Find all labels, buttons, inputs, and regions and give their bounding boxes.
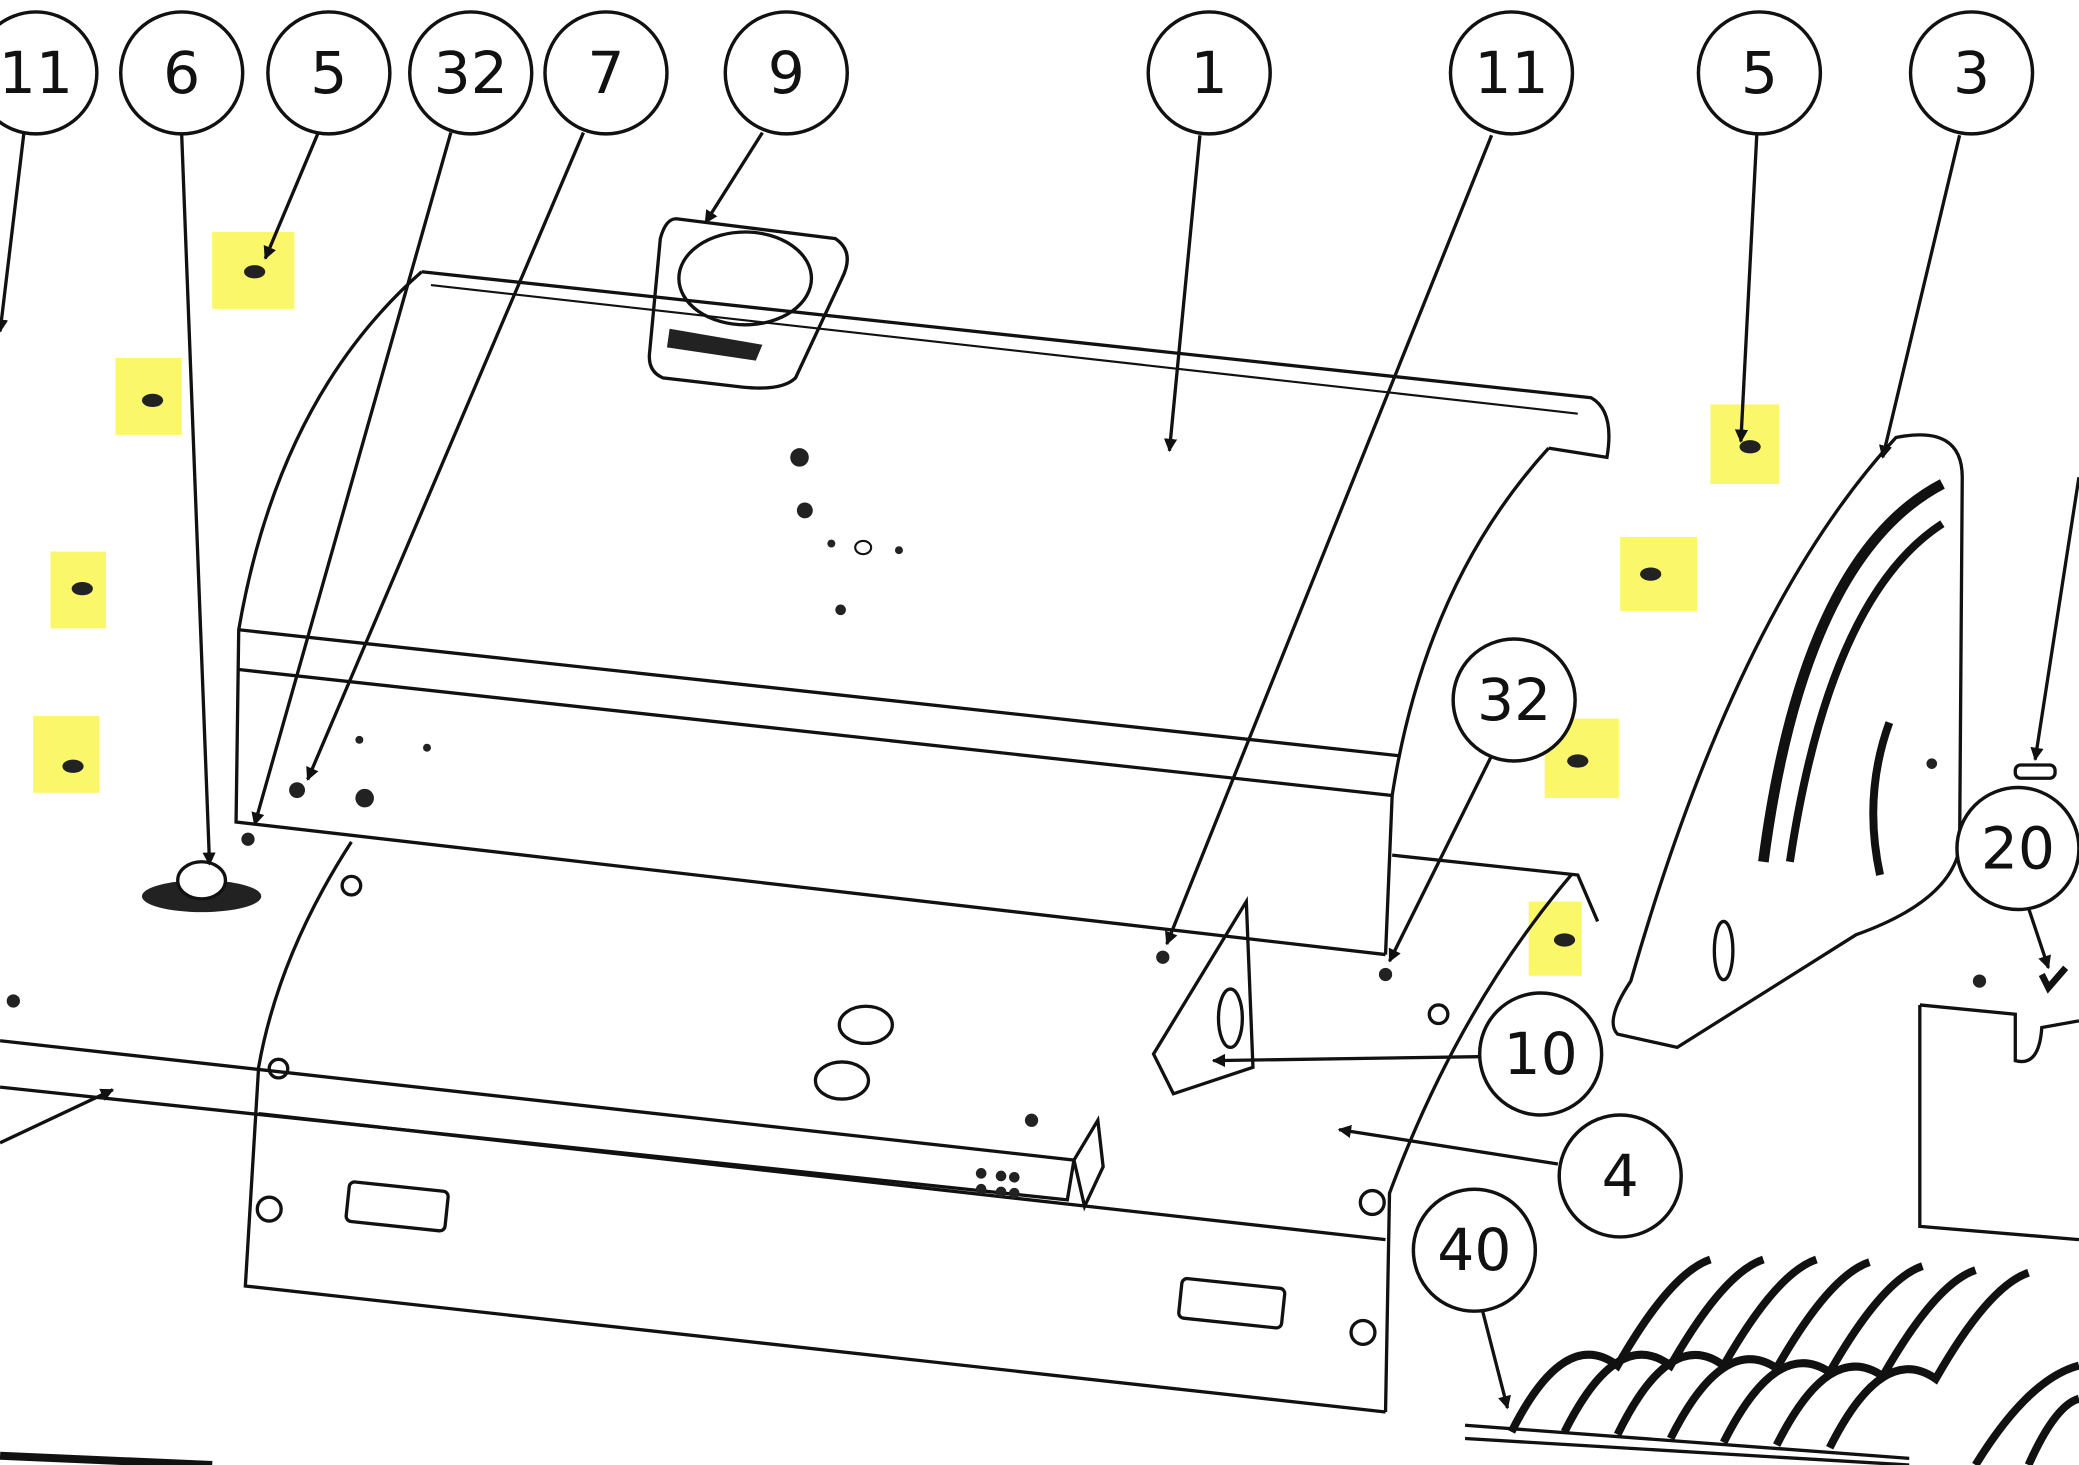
svg-text:4: 4: [1602, 1142, 1639, 1210]
callout-10: 10: [1477, 991, 1604, 1117]
base-line: [0, 1451, 213, 1465]
svg-text:1: 1: [1191, 39, 1228, 107]
firebox-body: [241, 832, 1600, 1414]
callout-32: 32: [1451, 637, 1577, 763]
svg-text:9: 9: [768, 39, 805, 107]
callout-4: 4: [1557, 1113, 1683, 1239]
callout-32: 32: [408, 10, 534, 136]
screw-highlight: [115, 357, 182, 435]
svg-text:7: 7: [587, 39, 624, 107]
callout-7: 7: [543, 10, 669, 136]
end-cap: [1611, 433, 1964, 1050]
clip-and-plate: [1918, 763, 2079, 1242]
side-bracket: [1151, 895, 1255, 1096]
screw-highlight: [33, 715, 100, 793]
svg-text:40: 40: [1437, 1216, 1511, 1284]
screw-highlight: [50, 551, 107, 629]
callout-9: 9: [723, 10, 849, 136]
svg-text:32: 32: [434, 39, 508, 107]
highlighted-screws: [33, 232, 1780, 976]
screw-highlight: [1528, 901, 1582, 976]
svg-text:3: 3: [1953, 39, 1990, 107]
callout-5: 5: [266, 10, 392, 136]
screw-highlight: [212, 232, 295, 309]
callout-1: 1: [1146, 10, 1272, 136]
callout-5: 5: [1696, 10, 1823, 136]
front-rail: [0, 994, 1105, 1212]
callout-11: 11: [0, 10, 99, 136]
callout-40: 40: [1411, 1187, 1538, 1313]
svg-text:11: 11: [0, 39, 73, 107]
svg-text:11: 11: [1474, 39, 1548, 107]
svg-text:5: 5: [1741, 39, 1778, 107]
svg-text:5: 5: [310, 39, 347, 107]
cooking-grate: [1464, 1255, 2079, 1465]
callout-11: 11: [1448, 10, 1575, 136]
logo-badge: [647, 217, 849, 390]
callout-20: 20: [1955, 785, 2079, 912]
handle-bracket: [141, 860, 262, 913]
svg-text:20: 20: [1981, 815, 2055, 883]
screw-highlight: [1710, 404, 1780, 484]
hood-lid: [234, 270, 1611, 957]
callout-6: 6: [119, 10, 245, 136]
screw-highlight: [1620, 536, 1698, 612]
callout-3: 3: [1908, 10, 2035, 136]
svg-text:32: 32: [1477, 666, 1551, 734]
svg-text:6: 6: [163, 39, 200, 107]
svg-text:10: 10: [1504, 1020, 1578, 1088]
leader-lines: [0, 131, 2079, 1410]
